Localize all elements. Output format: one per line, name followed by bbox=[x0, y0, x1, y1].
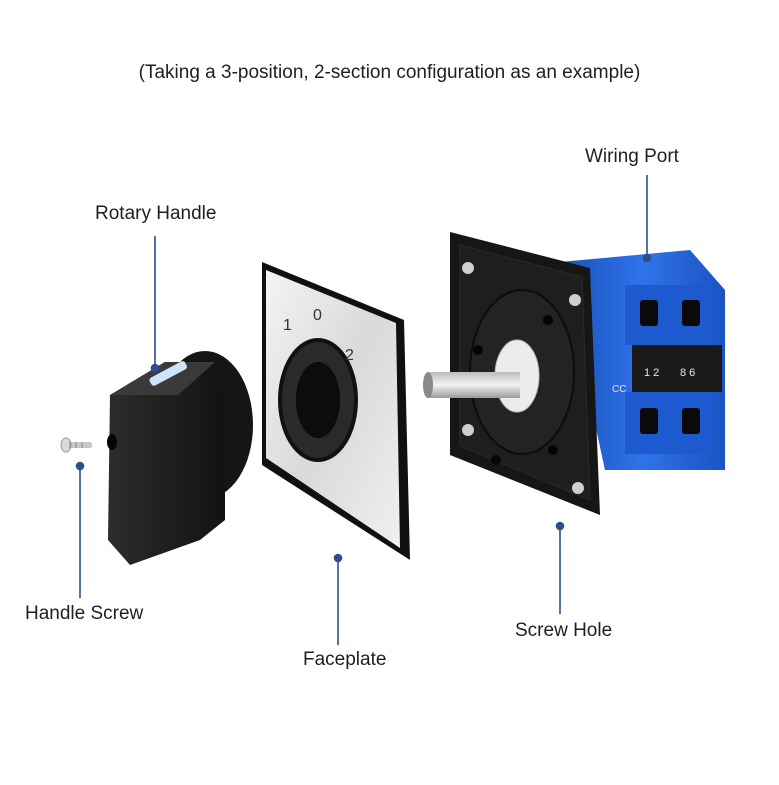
handle-screw bbox=[60, 437, 92, 453]
wiring-port-terminal bbox=[682, 408, 700, 434]
caption: (Taking a 3-position, 2-section configur… bbox=[138, 62, 641, 83]
faceplate-mark-0: 0 bbox=[313, 307, 322, 324]
label-handle-screw: Handle Screw bbox=[25, 603, 144, 624]
terminal-mark-right: 8 6 bbox=[680, 367, 695, 379]
label-screw-hole: Screw Hole bbox=[515, 620, 613, 641]
switch-body: 1 2 8 6 CC bbox=[423, 232, 725, 515]
wiring-port-terminal bbox=[682, 300, 700, 326]
faceplate-mark-2: 2 bbox=[345, 347, 354, 364]
faceplate-mark-1: 1 bbox=[283, 317, 292, 334]
terminal-mark-left: 1 2 bbox=[644, 367, 659, 379]
screw-hole bbox=[462, 262, 474, 274]
label-rotary-handle: Rotary Handle bbox=[95, 203, 217, 224]
leader-dot-rotary-handle bbox=[150, 363, 160, 373]
wiring-port-terminal bbox=[640, 300, 658, 326]
screw-hole bbox=[569, 294, 581, 306]
cert-mark: CC bbox=[612, 384, 626, 395]
screw-hole bbox=[572, 482, 584, 494]
leader-dot-handle-screw bbox=[75, 461, 85, 471]
rotary-handle bbox=[107, 351, 253, 565]
label-faceplate: Faceplate bbox=[303, 649, 387, 670]
leader-dot-screw-hole bbox=[555, 521, 565, 531]
leader-dot-faceplate bbox=[333, 553, 343, 563]
faceplate: 1 0 2 bbox=[262, 262, 410, 560]
leader-dot-wiring-port bbox=[642, 253, 652, 263]
label-wiring-port: Wiring Port bbox=[585, 146, 679, 167]
screw-hole bbox=[462, 424, 474, 436]
wiring-port-terminal bbox=[640, 408, 658, 434]
